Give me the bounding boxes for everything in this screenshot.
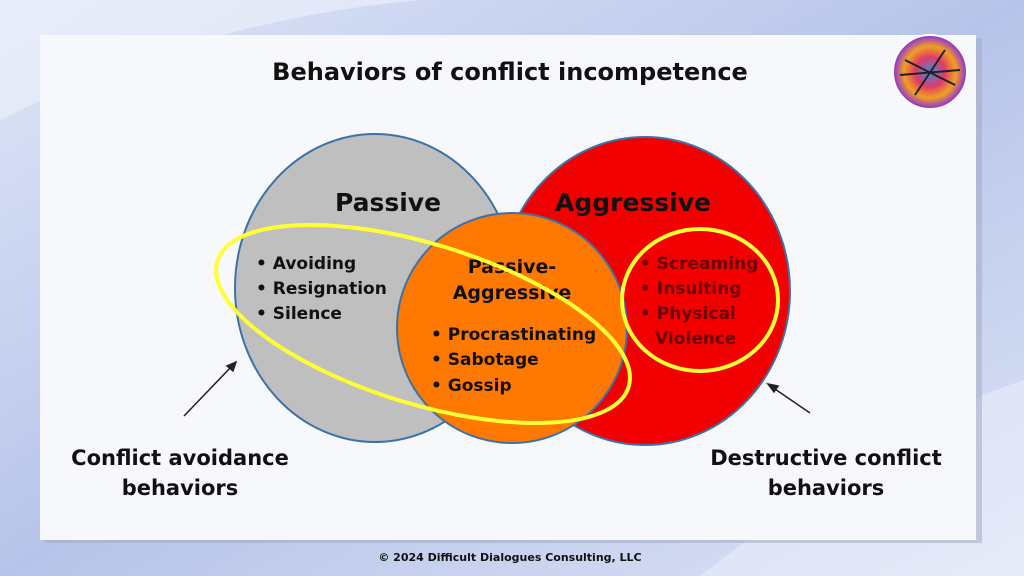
background-swirl <box>0 0 420 120</box>
aggressive-item: • Insulting <box>640 279 742 299</box>
page-title: Behaviors of conflict incompetence <box>272 58 748 86</box>
left-arrow <box>183 365 233 417</box>
passive-item: • Silence <box>256 304 342 324</box>
arrow-head-icon <box>766 382 780 394</box>
aggressive-item: Violence <box>655 329 736 349</box>
left-callout-line1: Conflict avoidance <box>71 446 289 470</box>
left-callout-line2: behaviors <box>122 476 239 500</box>
avoidance-highlight-ellipse <box>214 222 632 426</box>
footer-copyright: © 2024 Difficult Dialogues Consulting, L… <box>378 551 641 564</box>
aggressive-item: • Physical <box>640 304 736 324</box>
arrow-head-icon <box>225 360 238 373</box>
right-arrow <box>771 386 811 414</box>
passive-item: • Avoiding <box>256 254 356 274</box>
right-callout-line2: behaviors <box>768 476 885 500</box>
aggressive-item: • Screaming <box>640 254 758 274</box>
right-callout-line1: Destructive conflict <box>710 446 942 470</box>
passive-aggressive-item: • Gossip <box>431 376 512 396</box>
destructive-highlight-ellipse <box>620 227 780 373</box>
passive-label: Passive <box>335 188 441 217</box>
passive-aggressive-item: • Procrastinating <box>431 325 596 345</box>
logo <box>892 34 968 110</box>
passive-aggressive-item: • Sabotage <box>431 350 539 370</box>
aggressive-label: Aggressive <box>555 188 711 217</box>
passive-item: • Resignation <box>256 279 387 299</box>
